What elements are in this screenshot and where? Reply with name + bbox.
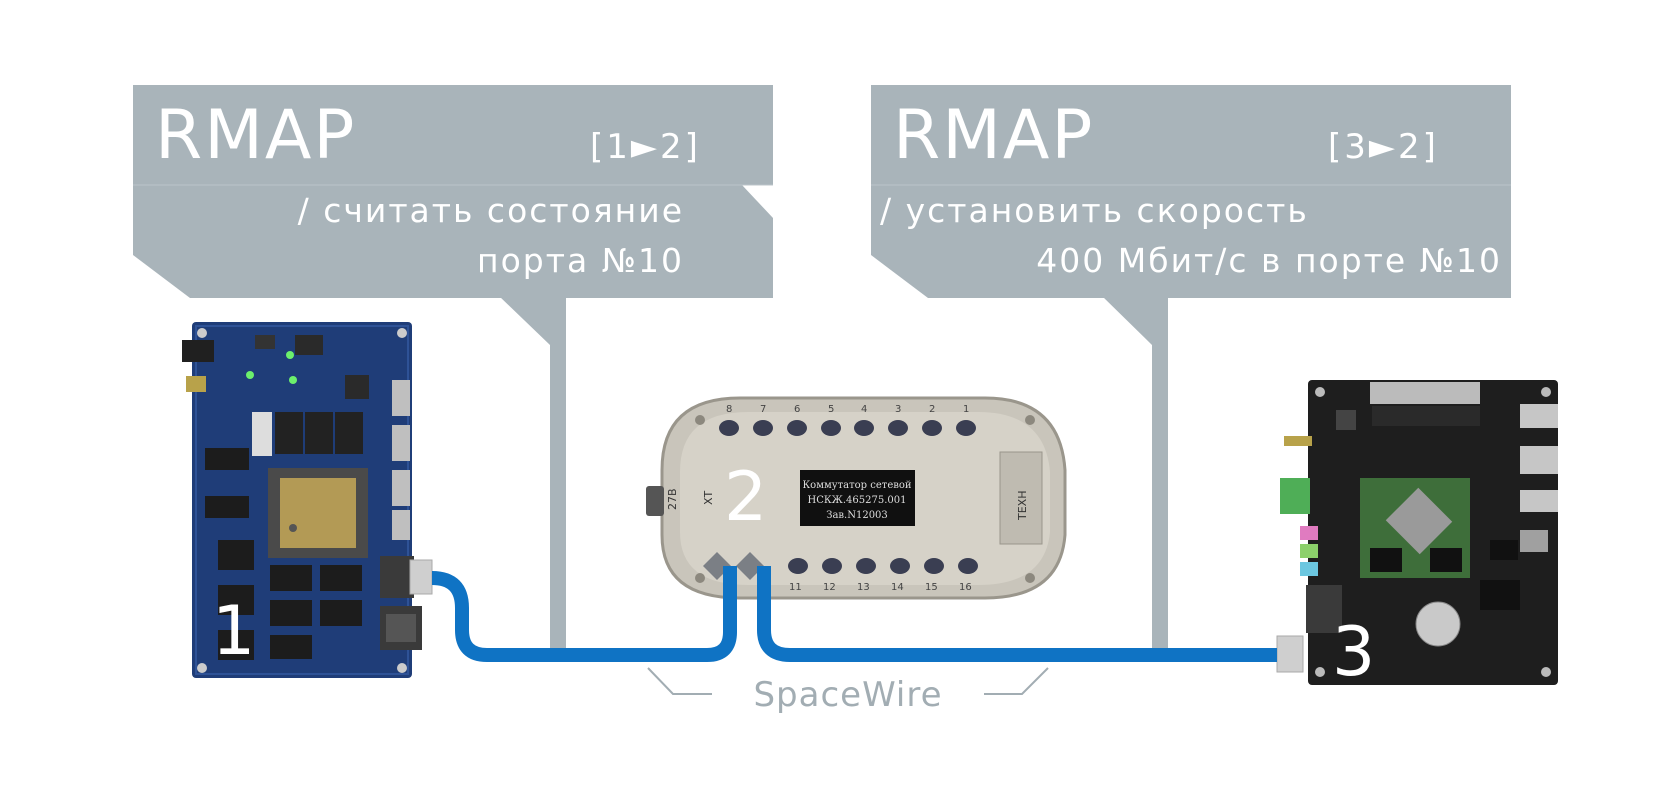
board-1: 1 xyxy=(182,322,433,678)
switch-plate-line3: Зав.N12003 xyxy=(826,510,888,521)
callout-2-line1: / установить скорость xyxy=(880,191,1309,230)
switch-label-texh: ТЕХН xyxy=(1016,491,1029,521)
port-label-1: 1 xyxy=(963,404,969,415)
callout-2-line2: 400 Мбит/с в порте №10 xyxy=(1036,241,1502,280)
switch-label-xt: ХТ xyxy=(702,490,715,505)
switch-ports-top: 8 7 6 5 4 3 2 1 xyxy=(719,404,976,436)
callout-2-title: RMAP xyxy=(893,96,1094,175)
switch-ports-bottom: 11 12 13 14 15 16 xyxy=(788,558,978,593)
port-label-13: 13 xyxy=(857,582,870,593)
spacewire-cables xyxy=(431,566,1277,662)
switch-2: 8 7 6 5 4 3 2 1 11 12 13 14 15 16 Коммут… xyxy=(646,396,1067,600)
port-label-2: 2 xyxy=(929,404,935,415)
port-label-12: 12 xyxy=(823,582,836,593)
callout-1-title: RMAP xyxy=(155,96,356,175)
port-label-14: 14 xyxy=(891,582,904,593)
callout-1-route: [1►2] xyxy=(590,127,701,167)
port-label-5: 5 xyxy=(828,404,834,415)
callout-1-line1: / считать состояние xyxy=(298,191,684,230)
spacewire-bracket: SpaceWire xyxy=(647,667,1049,715)
switch-plate-line1: Коммутатор сетевой xyxy=(802,480,911,491)
callout-2: RMAP [3►2] / установить скорость 400 Мби… xyxy=(871,85,1511,655)
cable-3-to-2 xyxy=(757,566,1277,662)
switch-2-label: 2 xyxy=(724,458,767,537)
callout-1-line2: порта №10 xyxy=(477,241,684,280)
cable-1-to-2 xyxy=(431,566,737,662)
port-label-3: 3 xyxy=(895,404,901,415)
port-label-6: 6 xyxy=(794,404,800,415)
switch-label-27v: 27В xyxy=(666,488,679,510)
port-label-8: 8 xyxy=(726,404,732,415)
port-label-11: 11 xyxy=(789,582,802,593)
callout-2-route: [3►2] xyxy=(1328,127,1439,167)
port-label-4: 4 xyxy=(861,404,867,415)
board-3-label: 3 xyxy=(1332,613,1375,692)
callout-1: RMAP [1►2] / считать состояние порта №10 xyxy=(133,85,773,655)
port-label-16: 16 xyxy=(959,582,972,593)
switch-plate-line2: НСКЖ.465275.001 xyxy=(808,495,907,506)
spacewire-label: SpaceWire xyxy=(753,675,942,715)
port-label-7: 7 xyxy=(760,404,766,415)
board-1-label: 1 xyxy=(212,592,255,671)
board-3: 3 xyxy=(1276,380,1558,692)
port-label-15: 15 xyxy=(925,582,938,593)
